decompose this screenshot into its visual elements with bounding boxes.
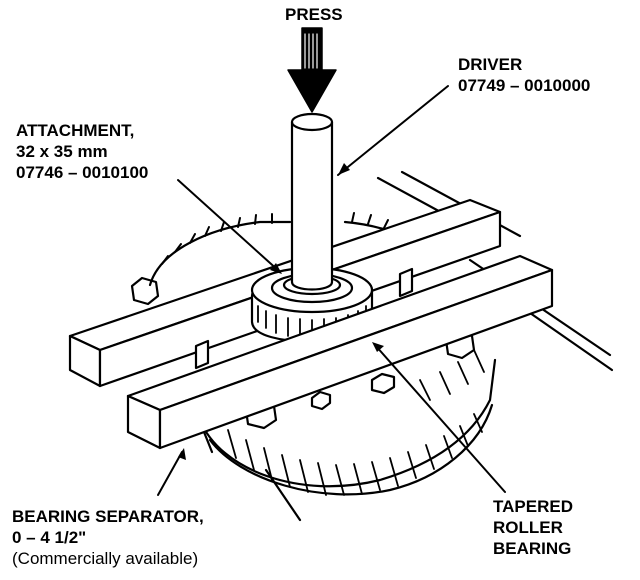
ring-gear-front (198, 349, 497, 496)
press-arrow (287, 27, 337, 113)
driver-part-number: 07749 – 0010000 (458, 76, 591, 95)
press-arrow-hatch (304, 33, 318, 69)
driver-label: DRIVER 07749 – 0010000 (458, 54, 590, 96)
separator-rods (194, 267, 414, 370)
leader-lines (157, 85, 506, 496)
driver-title: DRIVER (458, 55, 523, 74)
press-text: PRESS (285, 5, 343, 24)
attachment-title: ATTACHMENT, (16, 121, 135, 140)
press-label: PRESS (285, 4, 343, 25)
driver-shaft (290, 112, 334, 291)
attachment-part-number: 07746 – 0010100 (16, 163, 149, 182)
attachment-label: ATTACHMENT, 32 x 35 mm 07746 – 0010100 (16, 120, 148, 183)
bearing-separator-label: BEARING SEPARATOR, 0 – 4 1/2" (Commercia… (12, 506, 204, 569)
bearing-line-3: BEARING (493, 539, 572, 558)
bearing-line-2: ROLLER (493, 518, 563, 537)
separator-range: 0 – 4 1/2" (12, 528, 87, 547)
separator-bar-lower (126, 254, 554, 450)
bearing-line-1: TAPERED (493, 497, 573, 516)
separator-title: BEARING SEPARATOR, (12, 507, 204, 526)
leader-arrowheads (178, 163, 384, 460)
tapered-roller-bearing-label: TAPERED ROLLER BEARING (493, 496, 573, 559)
attachment-size: 32 x 35 mm (16, 142, 108, 161)
separator-note: (Commercially available) (12, 549, 199, 568)
